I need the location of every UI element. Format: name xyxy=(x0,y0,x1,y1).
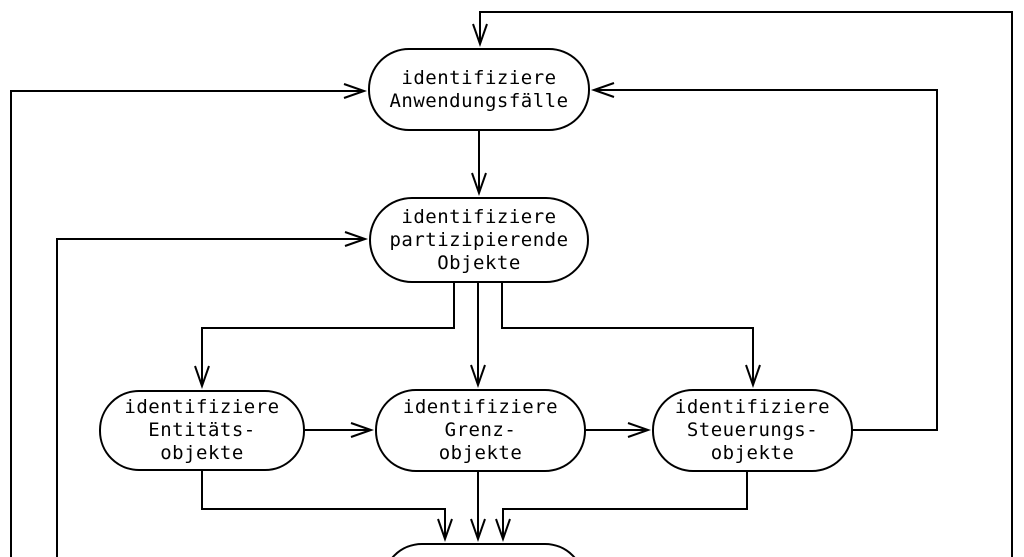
edge-feedback-to-use-cases-top xyxy=(472,11,1013,557)
edge-entity-to-bottom xyxy=(201,471,453,543)
node-bottom-partial xyxy=(382,543,585,557)
node-identify-control-objects-label: identifiziere Steuerungs- objekte xyxy=(674,396,831,464)
edge-control-to-use-cases xyxy=(590,82,938,431)
edge-participating-to-entity xyxy=(194,283,455,390)
node-identify-boundary-objects-label: identifiziere Grenz- objekte xyxy=(402,396,559,464)
edge-participating-to-control xyxy=(501,283,761,389)
edge-feedback-to-use-cases-left xyxy=(10,83,368,557)
node-identify-use-cases-label: identifiziere Anwendungsfälle xyxy=(389,66,569,112)
edge-control-to-bottom xyxy=(495,472,748,543)
node-identify-entity-objects-label: identifiziere Entitäts- objekte xyxy=(124,396,280,464)
node-identify-control-objects: identifiziere Steuerungs- objekte xyxy=(652,389,853,472)
node-identify-participating-objects: identifiziere partizipierende Objekte xyxy=(369,197,589,283)
node-identify-use-cases: identifiziere Anwendungsfälle xyxy=(368,48,590,131)
edge-feedback-to-participating-left xyxy=(56,231,369,557)
node-identify-participating-objects-label: identifiziere partizipierende Objekte xyxy=(389,205,569,274)
node-identify-boundary-objects: identifiziere Grenz- objekte xyxy=(375,389,586,472)
node-identify-entity-objects: identifiziere Entitäts- objekte xyxy=(99,390,305,471)
